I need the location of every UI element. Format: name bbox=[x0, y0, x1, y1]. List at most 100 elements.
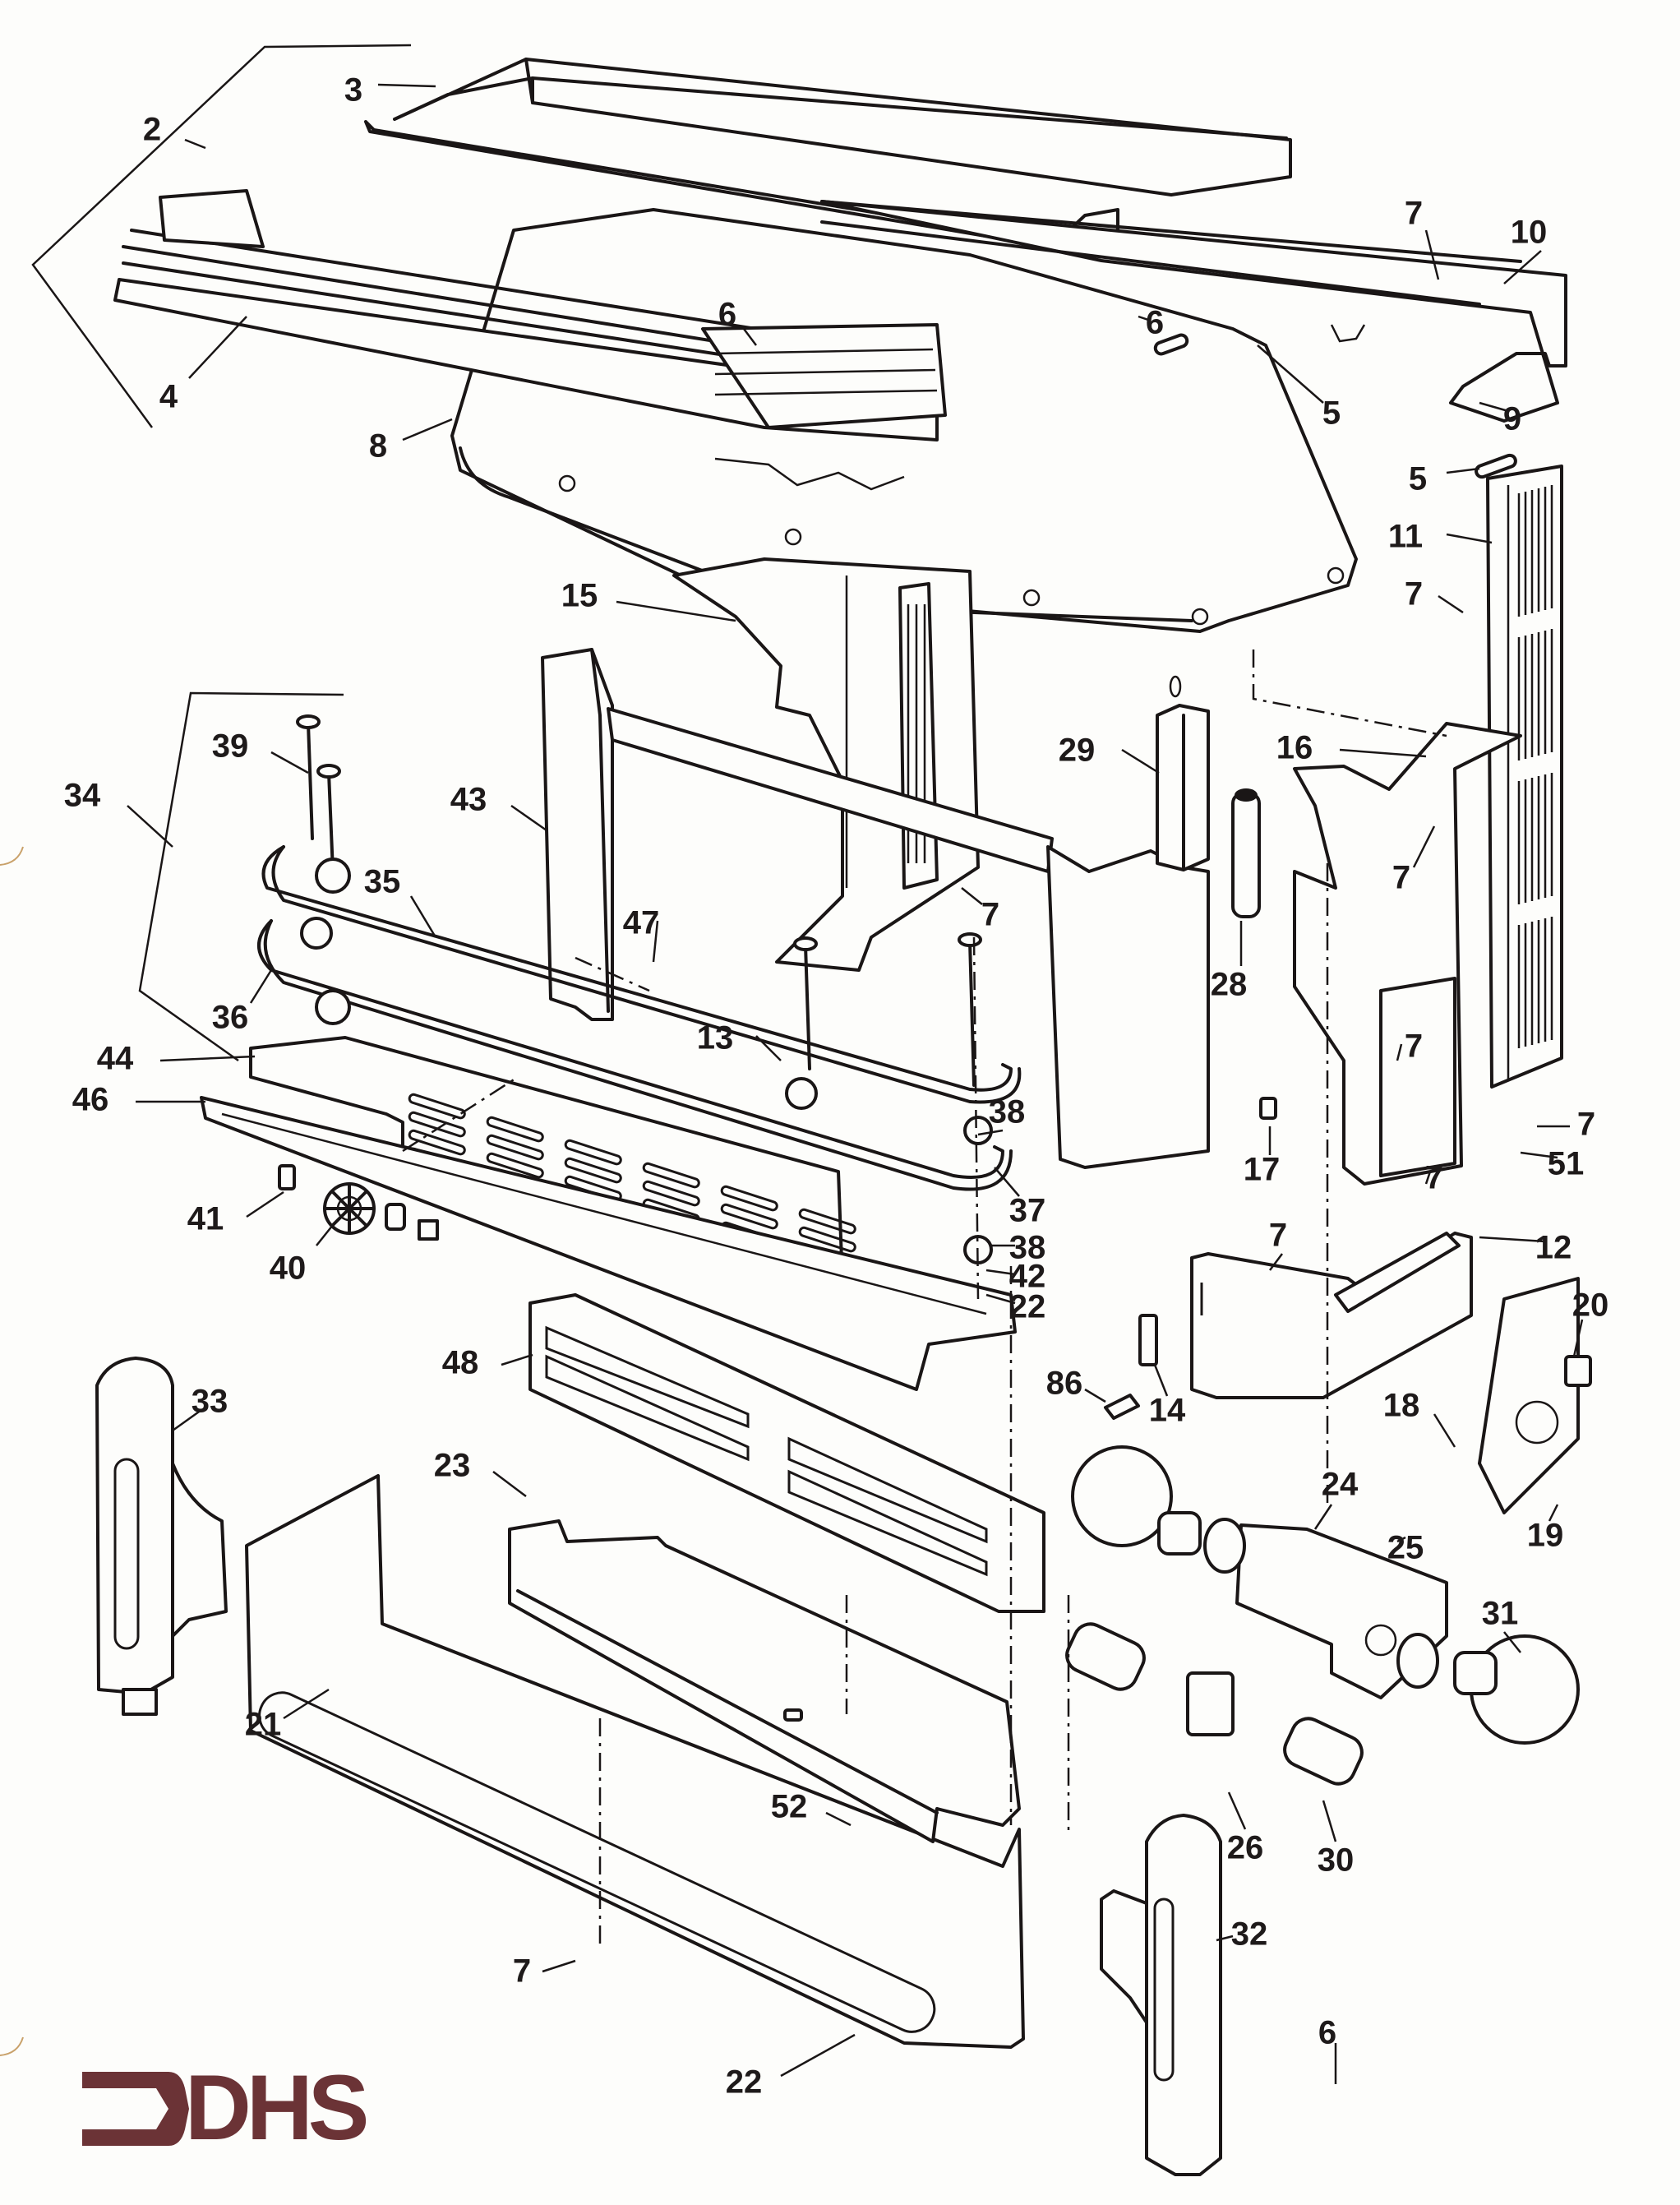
callout-label-7: 7 bbox=[513, 1953, 531, 1990]
callout-leader-7 bbox=[1412, 825, 1436, 868]
part-tray-23 bbox=[508, 1519, 1021, 1843]
callout-label-9: 9 bbox=[1503, 401, 1521, 437]
callout-label-48: 48 bbox=[442, 1345, 479, 1381]
burner-vent-slot bbox=[798, 1226, 856, 1253]
callout-label-41: 41 bbox=[187, 1201, 224, 1237]
callout-leader-8 bbox=[402, 418, 453, 441]
callout-leader-48 bbox=[501, 1353, 533, 1366]
callout-leader-30 bbox=[1322, 1800, 1337, 1842]
callout-label-24: 24 bbox=[1322, 1467, 1359, 1503]
callout-leader-7 bbox=[1396, 1043, 1403, 1061]
callout-label-25: 25 bbox=[1387, 1530, 1424, 1566]
part-left-end-trim bbox=[95, 1357, 228, 1716]
burner-vent-slot bbox=[564, 1157, 622, 1184]
callout-label-32: 32 bbox=[1231, 1916, 1268, 1953]
callout-label-6: 6 bbox=[1146, 305, 1164, 341]
part-tube-28 bbox=[1231, 788, 1261, 918]
callout-leader-26 bbox=[1227, 1791, 1247, 1830]
callout-label-46: 46 bbox=[72, 1082, 109, 1118]
part-clip-26 bbox=[1186, 1671, 1235, 1736]
callout-leader-9 bbox=[1479, 401, 1509, 413]
callout-label-6: 6 bbox=[718, 297, 736, 333]
callout-label-15: 15 bbox=[561, 578, 598, 614]
burner-vent-slot bbox=[486, 1152, 544, 1179]
callout-label-17: 17 bbox=[1244, 1152, 1281, 1188]
part-plate-18 bbox=[1478, 1277, 1592, 1514]
part-burner-tubes bbox=[257, 845, 1022, 1191]
burner-vent-slot bbox=[486, 1116, 544, 1143]
burner-vent-slot bbox=[720, 1203, 778, 1230]
callout-leader-31 bbox=[1503, 1631, 1521, 1653]
callout-leader-14 bbox=[1153, 1364, 1169, 1397]
callout-leader-3 bbox=[377, 83, 436, 88]
part-front-grille bbox=[528, 1293, 1045, 1613]
callout-leader-10 bbox=[1503, 250, 1542, 284]
callout-leader-7 bbox=[1269, 1253, 1283, 1271]
callout-label-36: 36 bbox=[212, 1000, 249, 1036]
callout-leader-39 bbox=[270, 751, 309, 774]
part-top-cover bbox=[364, 58, 1292, 248]
callout-label-40: 40 bbox=[270, 1250, 307, 1287]
burner-vent-slot bbox=[798, 1208, 856, 1235]
callout-leader-25 bbox=[1396, 1536, 1406, 1543]
part-base-rail bbox=[200, 1096, 1017, 1391]
callout-label-31: 31 bbox=[1482, 1596, 1519, 1632]
callout-label-11: 11 bbox=[1388, 519, 1423, 555]
dhs-logo-mark bbox=[82, 2072, 189, 2146]
callout-label-5: 5 bbox=[1322, 395, 1341, 432]
callout-leader-23 bbox=[492, 1471, 527, 1497]
callout-leader-12 bbox=[1479, 1236, 1546, 1243]
part-indicator-17 bbox=[1259, 1097, 1277, 1120]
callout-label-14: 14 bbox=[1149, 1393, 1186, 1429]
callout-leader-15 bbox=[616, 600, 736, 622]
part-control-shield bbox=[1190, 1232, 1473, 1399]
callout-leader-24 bbox=[1313, 1504, 1333, 1530]
burner-vent-slot bbox=[720, 1185, 778, 1212]
part-lampholder-left bbox=[1065, 1622, 1146, 1691]
callout-leader-20 bbox=[1572, 1319, 1584, 1357]
callout-label-42: 42 bbox=[1009, 1259, 1046, 1295]
burner-vent-slot bbox=[642, 1162, 700, 1189]
callout-label-39: 39 bbox=[212, 728, 249, 765]
burner-vent-slot bbox=[486, 1134, 544, 1161]
part-bolts-39 bbox=[296, 714, 982, 1087]
callout-label-20: 20 bbox=[1572, 1287, 1609, 1324]
callout-leader-6 bbox=[1138, 315, 1152, 322]
callout-label-29: 29 bbox=[1059, 733, 1096, 769]
callout-label-86: 86 bbox=[1046, 1366, 1083, 1402]
callout-label-7: 7 bbox=[1405, 576, 1423, 612]
part-switch-14 bbox=[1138, 1314, 1158, 1366]
callout-leader-42 bbox=[985, 1269, 1016, 1276]
part-base-front bbox=[245, 1474, 1025, 2049]
burner-vent-slot bbox=[564, 1139, 622, 1166]
callout-label-22: 22 bbox=[1009, 1289, 1046, 1325]
callout-label-12: 12 bbox=[1535, 1230, 1572, 1266]
callout-leader-19 bbox=[1548, 1504, 1559, 1522]
arrow-icon bbox=[82, 2072, 189, 2146]
callout-label-7: 7 bbox=[1405, 1029, 1423, 1065]
callout-label-3: 3 bbox=[344, 72, 362, 109]
callout-label-52: 52 bbox=[771, 1789, 808, 1825]
part-front-frame bbox=[607, 707, 1210, 1169]
brand-logo-text: DHS bbox=[185, 2056, 369, 2159]
part-lamp-bulb-31 bbox=[1396, 1633, 1580, 1745]
callout-leader-16 bbox=[1339, 748, 1427, 758]
callout-label-30: 30 bbox=[1318, 1842, 1355, 1879]
part-rear-rail bbox=[820, 200, 1567, 423]
callout-leader-2 bbox=[184, 138, 206, 150]
callout-leader-18 bbox=[1433, 1413, 1456, 1448]
callout-leader-4 bbox=[188, 316, 247, 379]
callout-leader-34 bbox=[127, 805, 173, 848]
group-bracket-34 bbox=[138, 691, 344, 1062]
callout-label-26: 26 bbox=[1227, 1830, 1264, 1866]
callout-label-37: 37 bbox=[1009, 1193, 1046, 1229]
part-bracket-41 bbox=[278, 1164, 296, 1190]
part-lampholder-30 bbox=[1283, 1717, 1364, 1786]
callout-leader-47 bbox=[652, 920, 659, 963]
callout-leader-22 bbox=[780, 2033, 856, 2078]
callout-leader-6 bbox=[743, 328, 757, 346]
callout-label-44: 44 bbox=[97, 1041, 134, 1077]
callout-leader-32 bbox=[1216, 1935, 1234, 1942]
callout-label-7: 7 bbox=[1577, 1107, 1595, 1143]
